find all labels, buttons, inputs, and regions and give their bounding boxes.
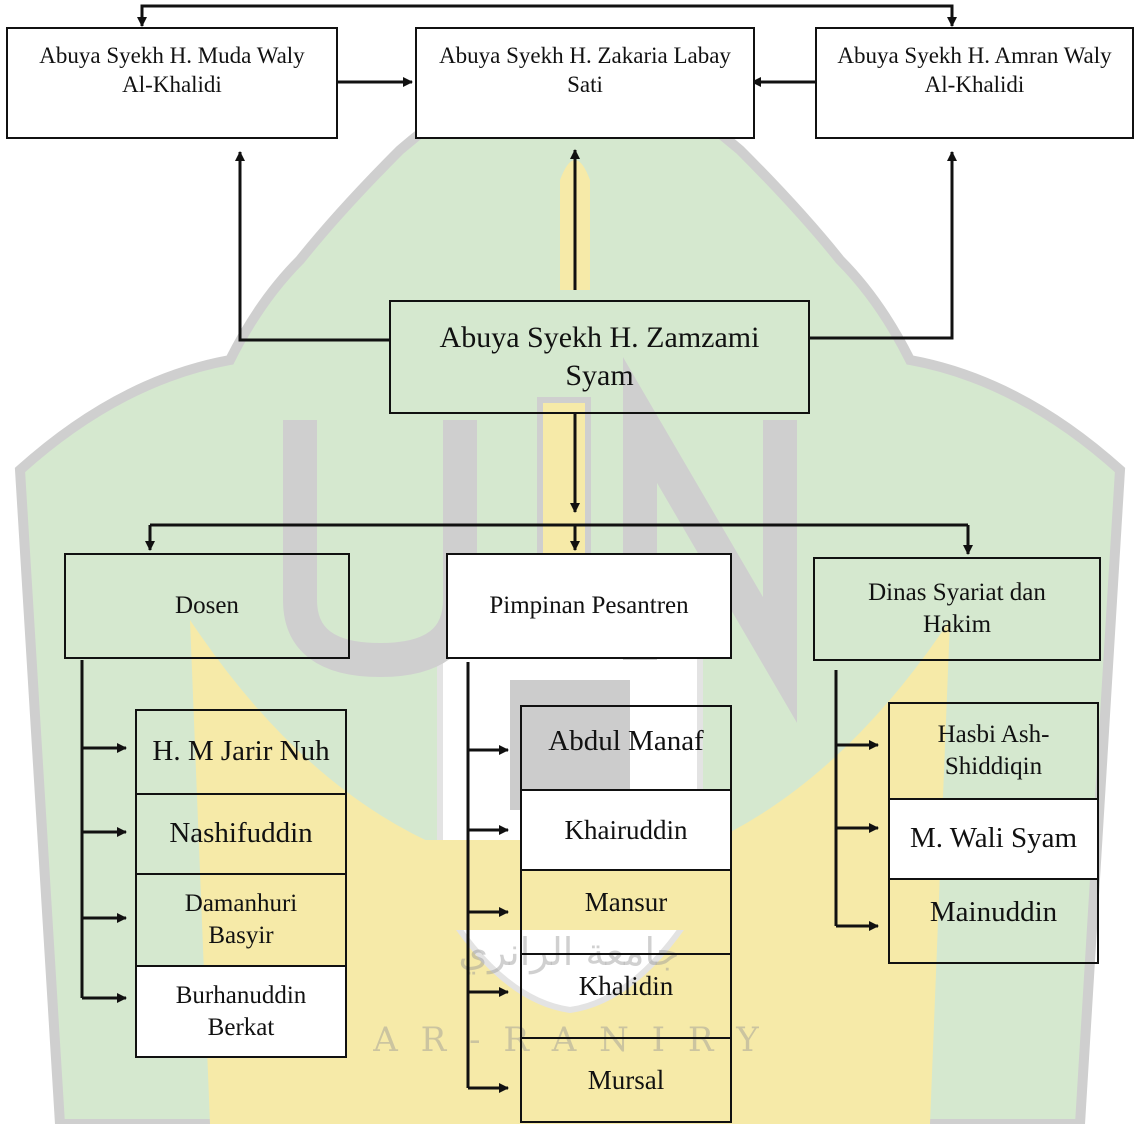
watermark-kaaba [510,680,630,810]
node-muda-waly-label: Abuya Syekh H. Muda Waly Al-Khalidi [39,43,305,98]
edge-zakaria-top-link [140,4,954,22]
node-mursal: Mursal [520,1037,732,1123]
node-khairuddin-label: Khairuddin [564,814,688,845]
node-zakaria-labay: Abuya Syekh H. Zakaria Labay Sati [415,27,755,139]
node-zakaria-labay-label: Abuya Syekh H. Zakaria Labay Sati [439,43,731,98]
node-dinas-syariat-label: Dinas Syariat dan Hakim [868,579,1046,638]
node-muda-waly: Abuya Syekh H. Muda Waly Al-Khalidi [6,27,338,139]
edge-zamzami-to-amran [810,151,957,340]
node-mansur-label: Mansur [584,887,668,917]
node-jarir-nuh-label: H. M Jarir Nuh [152,735,330,768]
node-hasbi-ash-shiddiqin-label: Hasbi Ash-Shiddiqin [937,721,1050,780]
edge-zamzami-to-muda [235,151,390,342]
node-zamzami-syam: Abuya Syekh H. Zamzami Syam [389,300,810,414]
node-hasbi-ash-shiddiqin: Hasbi Ash-Shiddiqin [888,702,1099,800]
watermark-latin-text: A R - R A N I R Y [373,1020,765,1060]
node-abdul-manaf-label: Abdul Manaf [548,725,704,757]
node-wali-syam-label: M. Wali Syam [909,822,1078,855]
node-burhanuddin-berkat: Burhanuddin Berkat [135,965,347,1058]
node-amran-waly-label: Abuya Syekh H. Amran Waly Al-Khalidi [837,43,1112,98]
node-mainuddin: Mainuddin [888,878,1099,964]
node-damanhuri-basyir-label: Damanhuri Basyir [184,890,298,949]
node-amran-waly: Abuya Syekh H. Amran Waly Al-Khalidi [815,27,1134,139]
node-nashifuddin-label: Nashifuddin [169,817,313,850]
node-wali-syam: M. Wali Syam [888,798,1099,880]
node-pimpinan-pesantren-label: Pimpinan Pesantren [489,592,689,619]
node-khairuddin: Khairuddin [520,789,732,871]
node-pimpinan-pesantren: Pimpinan Pesantren [446,553,732,659]
node-dosen: Dosen [64,553,350,659]
node-abdul-manaf: Abdul Manaf [520,705,732,791]
node-burhanuddin-berkat-label: Burhanuddin Berkat [175,981,307,1041]
node-khalidin-label: Khalidin [578,971,674,1001]
watermark-crescent [190,620,950,1124]
node-mursal-label: Mursal [587,1064,665,1095]
node-zamzami-syam-label: Abuya Syekh H. Zamzami Syam [439,320,760,392]
node-khalidin: Khalidin [520,953,732,1039]
node-jarir-nuh: H. M Jarir Nuh [135,709,347,795]
node-damanhuri-basyir: Damanhuri Basyir [135,873,347,967]
node-nashifuddin: Nashifuddin [135,793,347,875]
node-mainuddin-label: Mainuddin [929,896,1058,928]
node-dinas-syariat: Dinas Syariat dan Hakim [813,557,1101,661]
node-mansur: Mansur [520,869,732,955]
watermark-letter-n [623,357,797,723]
watermark-arabic-text: جامعة الرانري [458,930,680,974]
node-dosen-label: Dosen [175,592,239,619]
